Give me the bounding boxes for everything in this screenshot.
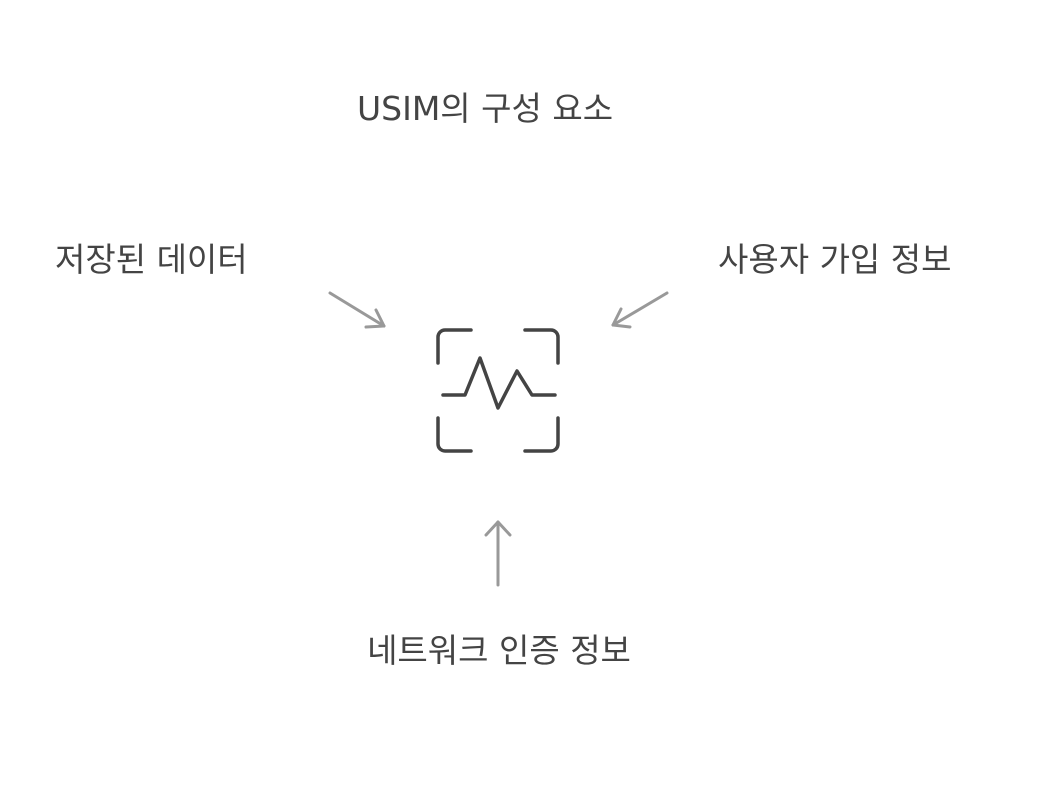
label-subscriber-info: 사용자 가입 정보: [718, 240, 952, 279]
waveform-scan-icon: [436, 328, 560, 453]
label-network-auth: 네트워크 인증 정보: [367, 631, 631, 670]
arrow-from-subscriber-info: [611, 291, 669, 329]
arrow-from-stored-data: [328, 291, 386, 329]
arrow-from-network-auth: [484, 520, 512, 587]
diagram-title: USIM의 구성 요소: [357, 89, 614, 128]
label-stored-data: 저장된 데이터: [55, 240, 248, 279]
